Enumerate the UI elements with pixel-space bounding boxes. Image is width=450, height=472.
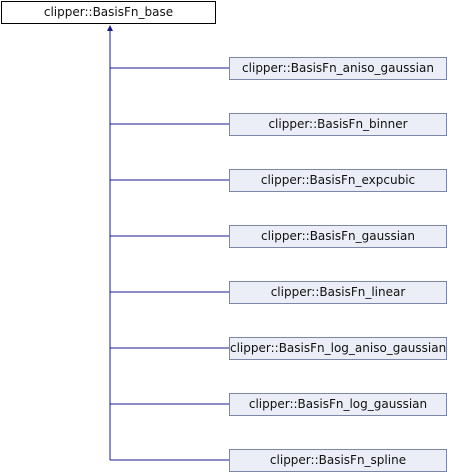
derived-class-label: clipper::BasisFn_expcubic: [260, 173, 416, 187]
derived-class-node-linear[interactable]: clipper::BasisFn_linear: [229, 281, 447, 304]
derived-class-label: clipper::BasisFn_log_aniso_gaussian: [230, 341, 447, 355]
derived-class-label: clipper::BasisFn_log_gaussian: [248, 397, 428, 411]
inheritance-arrowhead: [107, 25, 113, 31]
derived-class-node-gaussian[interactable]: clipper::BasisFn_gaussian: [229, 225, 447, 248]
derived-class-node-expcubic[interactable]: clipper::BasisFn_expcubic: [229, 169, 447, 192]
base-class-node[interactable]: clipper::BasisFn_base: [1, 1, 216, 24]
derived-class-node-log-gaussian[interactable]: clipper::BasisFn_log_gaussian: [229, 393, 447, 416]
derived-class-label: clipper::BasisFn_spline: [269, 453, 407, 467]
base-class-label: clipper::BasisFn_base: [43, 5, 174, 19]
derived-class-label: clipper::BasisFn_aniso_gaussian: [242, 61, 434, 75]
derived-class-node-spline[interactable]: clipper::BasisFn_spline: [229, 449, 447, 472]
derived-class-node-aniso-gaussian[interactable]: clipper::BasisFn_aniso_gaussian: [229, 57, 447, 80]
derived-class-node-log-aniso-gaussian[interactable]: clipper::BasisFn_log_aniso_gaussian: [229, 337, 447, 360]
derived-class-label: clipper::BasisFn_gaussian: [261, 229, 415, 243]
derived-class-label: clipper::BasisFn_binner: [268, 117, 408, 131]
derived-class-node-binner[interactable]: clipper::BasisFn_binner: [229, 113, 447, 136]
derived-class-label: clipper::BasisFn_linear: [270, 285, 406, 299]
